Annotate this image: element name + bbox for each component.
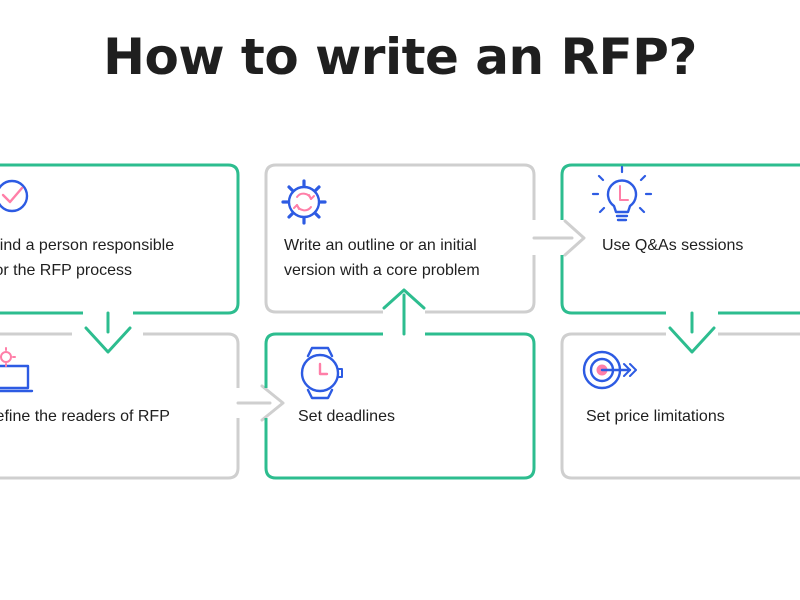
- step-3-line-1: Set deadlines: [298, 408, 395, 425]
- step-5-box: [560, 163, 800, 315]
- step-2-line-1: Define the readers of RFP: [0, 408, 170, 425]
- wristwatch-icon: [300, 346, 343, 400]
- step-2-label: Define the readers of RFP: [0, 404, 170, 429]
- step-4-line-2: version with a core problem: [284, 262, 480, 279]
- lightbulb-icon: [591, 165, 653, 222]
- step-1-label: Find a person responsible for the RFP pr…: [0, 233, 174, 283]
- target-icon: [582, 350, 637, 390]
- step-6-label: Set price limitations: [586, 404, 725, 429]
- step-2-box: [0, 332, 240, 388]
- step-2-box-bottom: [0, 418, 240, 480]
- arrow-step1-to-step2: [84, 311, 132, 354]
- arrow-step3-to-step4: [382, 288, 426, 336]
- step-4-label: Write an outline or an initial version w…: [284, 233, 480, 283]
- laptop-gear-icon: [0, 347, 34, 393]
- arrow-step4-to-step5: [532, 219, 586, 257]
- step-3-label: Set deadlines: [298, 404, 395, 429]
- step-1-box: [0, 163, 240, 315]
- arrow-step5-to-step6: [668, 311, 716, 354]
- step-6-box: [560, 332, 800, 480]
- gear-cycle-icon: [281, 179, 327, 225]
- step-1-line-1: Find a person responsible: [0, 237, 175, 254]
- clock-check-icon: [0, 179, 29, 213]
- step-6-line-1: Set price limitations: [586, 408, 725, 425]
- step-5-line-1: Use Q&As sessions: [602, 237, 744, 254]
- page-title: How to write an RFP?: [103, 28, 697, 86]
- step-5-label: Use Q&As sessions: [602, 233, 743, 258]
- step-4-box: [264, 163, 536, 314]
- arrow-step2-to-step3: [236, 384, 285, 422]
- step-3-box: [264, 332, 536, 480]
- step-1-line-2: for the RFP process: [0, 262, 132, 279]
- step-4-line-1: Write an outline or an initial: [284, 237, 477, 254]
